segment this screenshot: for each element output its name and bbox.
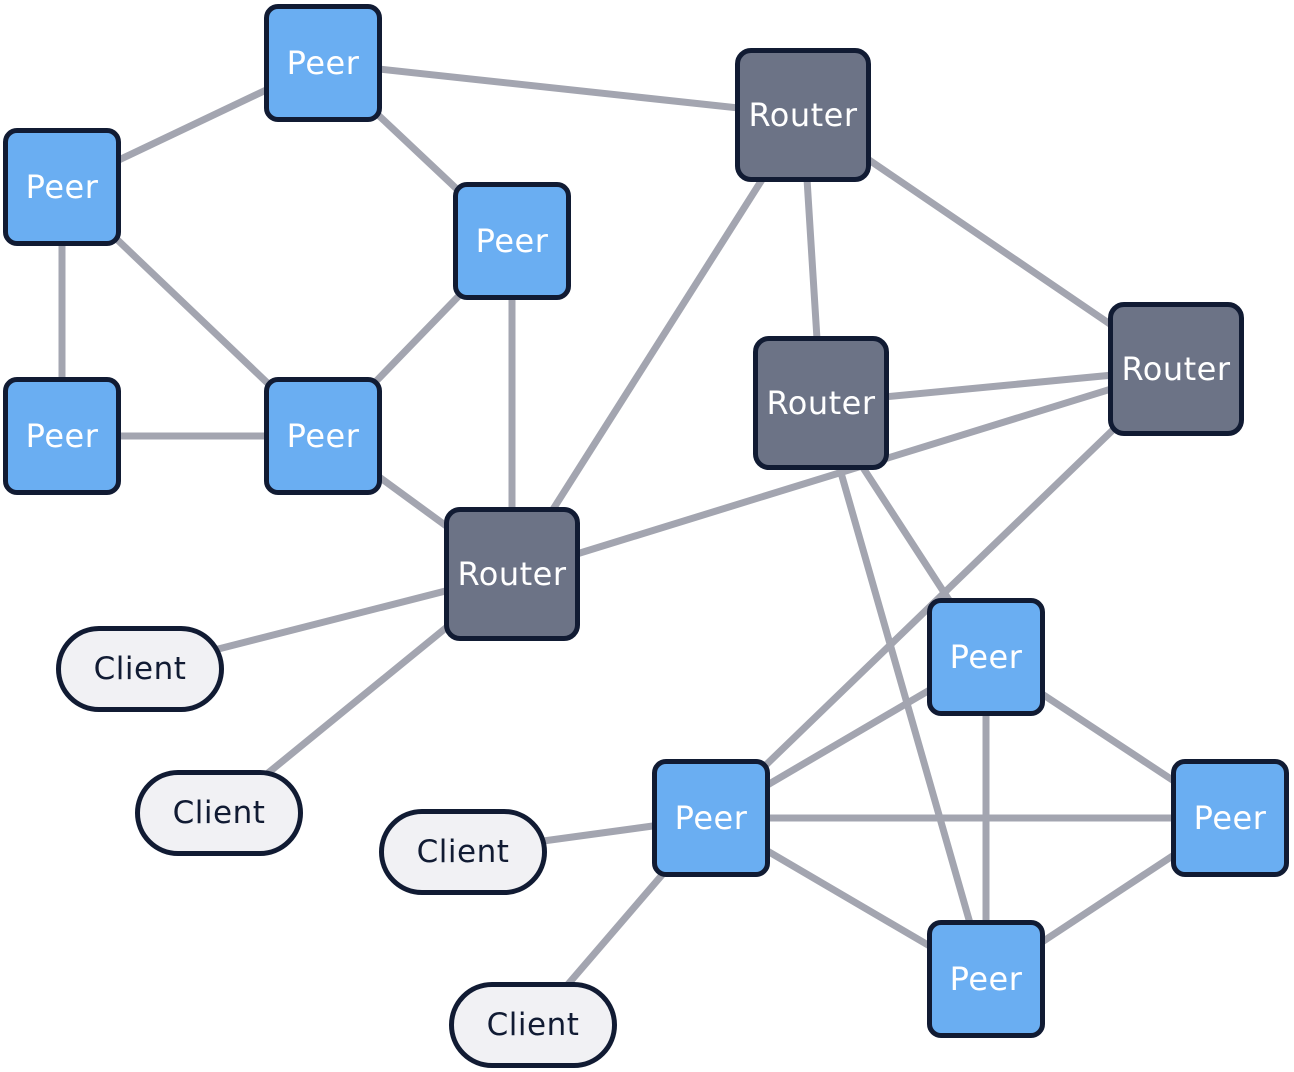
router-node: Router bbox=[1108, 302, 1244, 436]
client-label: Client bbox=[93, 650, 187, 687]
client-label: Client bbox=[172, 794, 266, 831]
edge-p1-r1 bbox=[322, 59, 804, 119]
router-label: Router bbox=[457, 555, 567, 593]
router-label: Router bbox=[766, 384, 876, 422]
client-node: Client bbox=[56, 626, 224, 712]
router-node: Router bbox=[735, 48, 871, 182]
peer-node: Peer bbox=[927, 920, 1045, 1038]
peer-node: Peer bbox=[453, 182, 571, 300]
peer-node: Peer bbox=[3, 128, 121, 246]
peer-node: Peer bbox=[927, 598, 1045, 716]
peer-label: Peer bbox=[25, 417, 99, 455]
router-label: Router bbox=[1121, 350, 1231, 388]
edge-r3-p9 bbox=[817, 402, 990, 980]
router-node: Router bbox=[444, 507, 580, 641]
peer-label: Peer bbox=[949, 960, 1023, 998]
peer-node: Peer bbox=[264, 377, 382, 495]
client-node: Client bbox=[135, 770, 303, 856]
edge-r1-r4 bbox=[509, 113, 806, 576]
client-node: Client bbox=[449, 982, 617, 1068]
client-node: Client bbox=[379, 809, 547, 895]
peer-label: Peer bbox=[1193, 799, 1267, 837]
router-node: Router bbox=[753, 336, 889, 470]
peer-label: Peer bbox=[286, 417, 360, 455]
peer-label: Peer bbox=[949, 638, 1023, 676]
client-label: Client bbox=[416, 833, 510, 870]
peer-node: Peer bbox=[3, 377, 121, 495]
peer-label: Peer bbox=[286, 44, 360, 82]
peer-label: Peer bbox=[674, 799, 748, 837]
peer-label: Peer bbox=[25, 168, 99, 206]
router-label: Router bbox=[748, 96, 858, 134]
peer-node: Peer bbox=[1171, 759, 1289, 877]
peer-label: Peer bbox=[475, 222, 549, 260]
peer-node: Peer bbox=[264, 4, 382, 122]
peer-node: Peer bbox=[652, 759, 770, 877]
client-label: Client bbox=[486, 1006, 580, 1043]
